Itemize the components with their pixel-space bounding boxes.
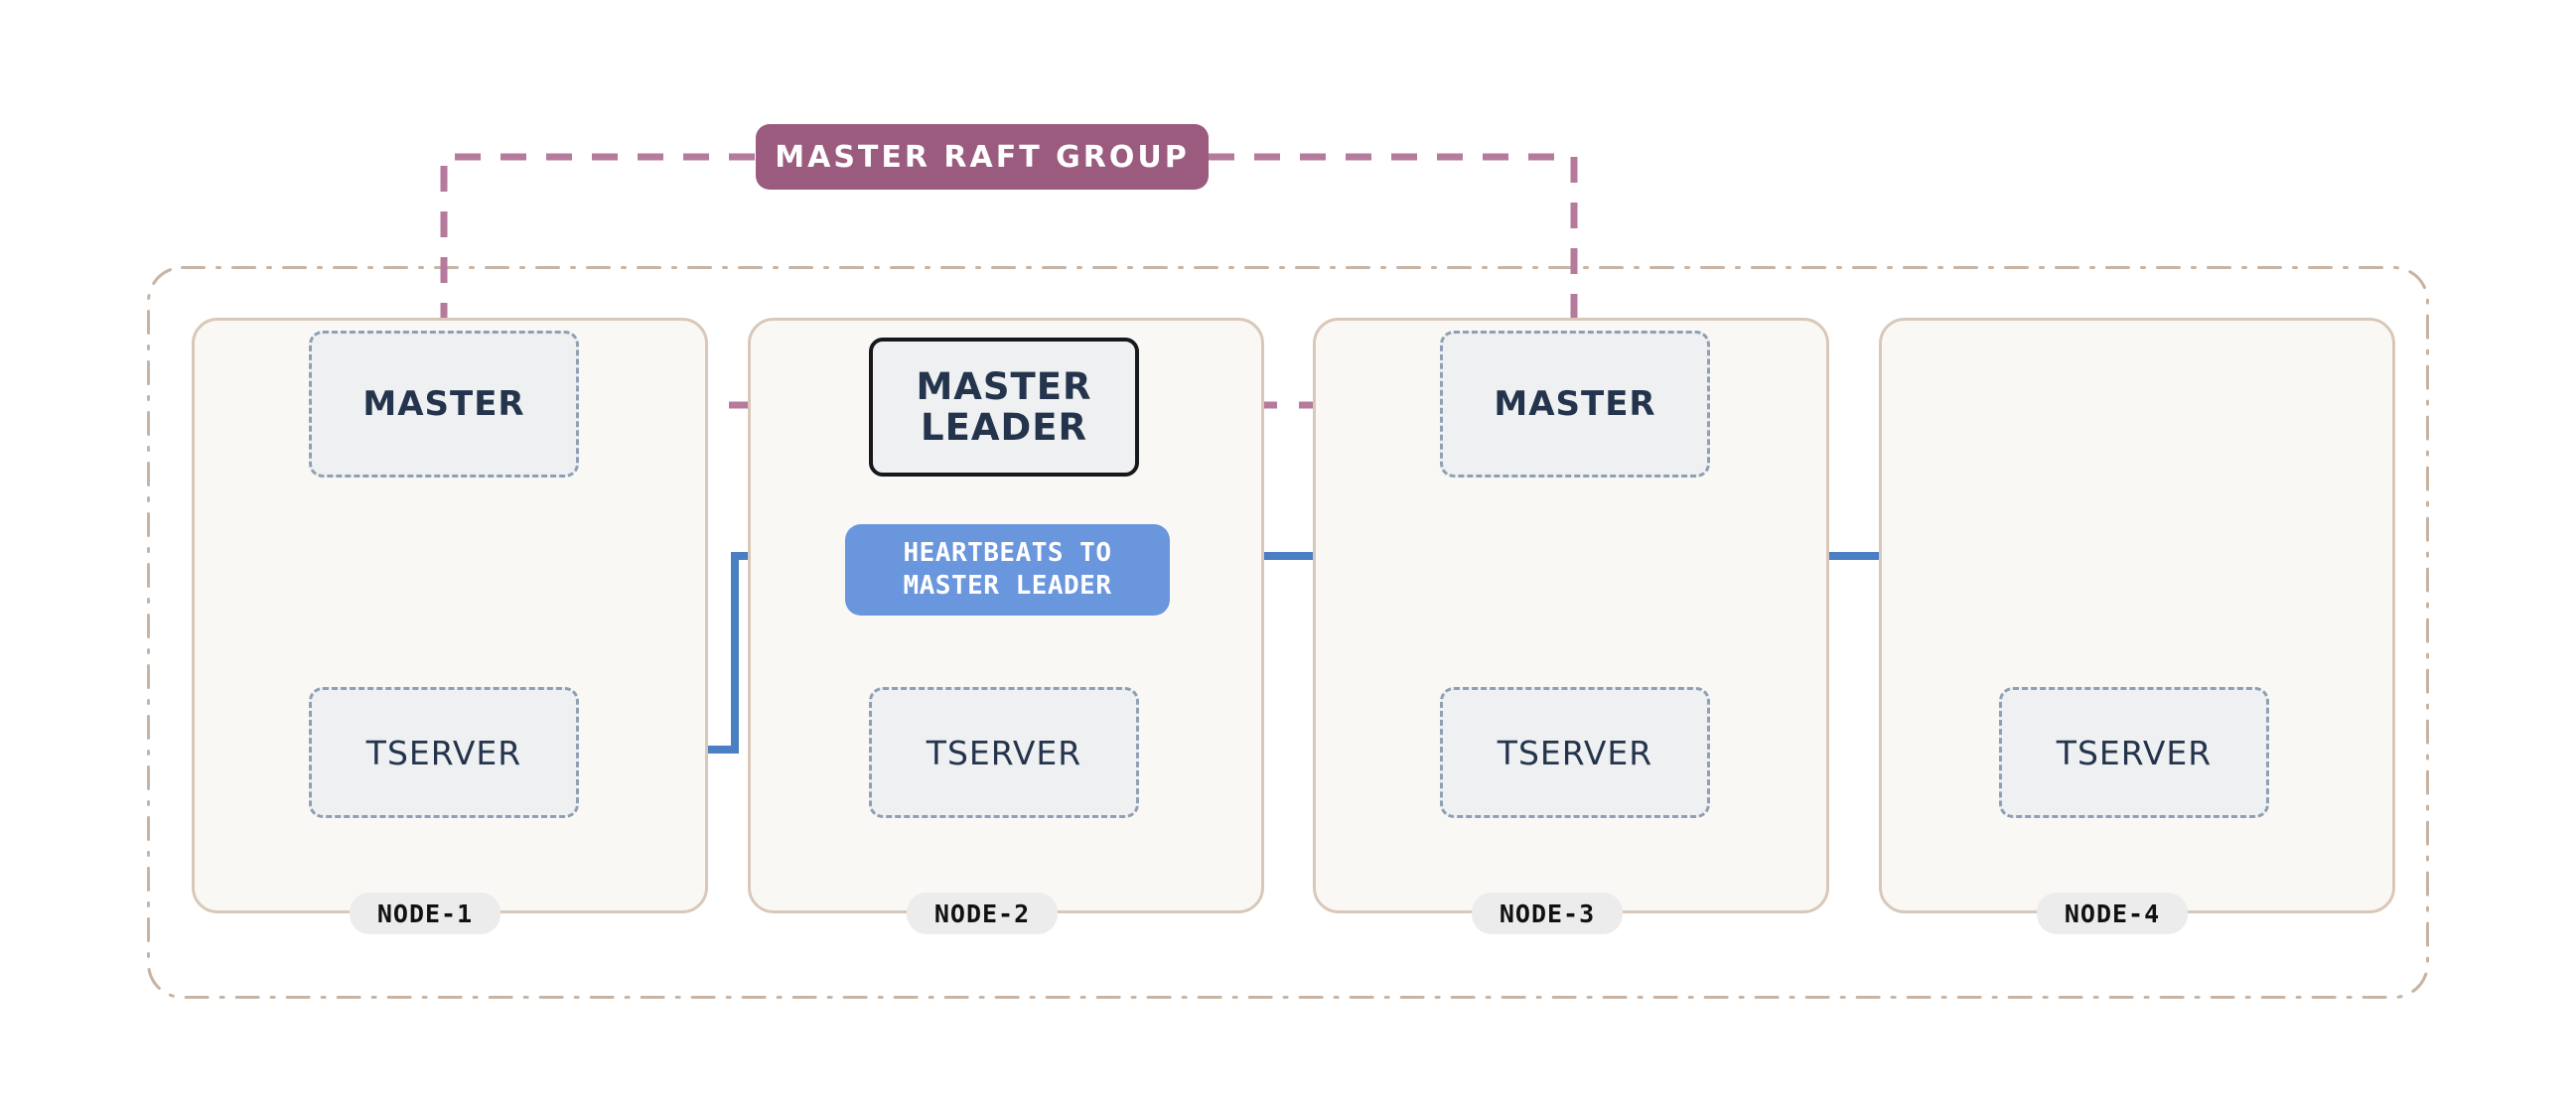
node-label-node-4: NODE-4 [2037, 893, 2188, 934]
tserver-box-node-4[interactable]: TSERVER [1999, 687, 2269, 818]
node-label-node-1: NODE-1 [350, 893, 501, 934]
tserver-box-node-2[interactable]: TSERVER [869, 687, 1139, 818]
tserver-box-node-1[interactable]: TSERVER [309, 687, 579, 818]
node-label-node-3: NODE-3 [1472, 893, 1623, 934]
node-card-node-4[interactable] [1879, 318, 2395, 913]
node-label-node-2: NODE-2 [907, 893, 1058, 934]
master-raft-group-badge[interactable]: MASTER RAFT GROUP [756, 124, 1209, 190]
master-box-node-1[interactable]: MASTER [309, 331, 579, 478]
heartbeats-line-1: HEARTBEATS TO [903, 537, 1112, 568]
tserver-box-node-3[interactable]: TSERVER [1440, 687, 1710, 818]
heartbeats-badge[interactable]: HEARTBEATS TO MASTER LEADER [845, 524, 1170, 616]
master-leader-box-node-2[interactable]: MASTER LEADER [869, 338, 1139, 477]
master-box-node-3[interactable]: MASTER [1440, 331, 1710, 478]
master-leader-line-1: MASTER [916, 364, 1092, 408]
raft-link-badge-to-node3 [1209, 153, 1583, 333]
raft-link-badge-to-node1 [440, 153, 755, 333]
master-leader-line-2: LEADER [921, 406, 1087, 449]
heartbeats-line-2: MASTER LEADER [903, 571, 1112, 601]
